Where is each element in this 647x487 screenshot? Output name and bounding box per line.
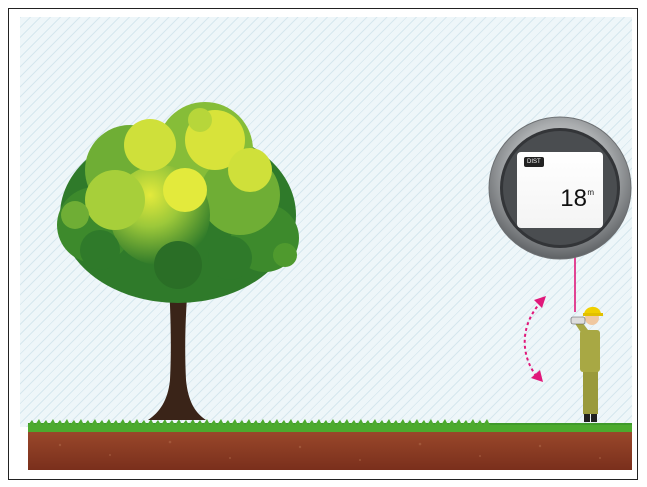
- tree-icon: [57, 102, 299, 420]
- dist-mode-badge: DIST: [524, 157, 544, 167]
- tilt-arrow-icon: [525, 296, 546, 382]
- ground: [28, 419, 632, 470]
- distance-readout: 18: [560, 186, 587, 212]
- tree-canopy: [57, 102, 299, 303]
- distance-unit: m: [587, 188, 594, 197]
- soil-layer: [28, 428, 632, 470]
- grass-blades: [28, 419, 632, 432]
- surveyor-figure-icon: [571, 307, 603, 422]
- display-screen: DIST 18 m: [517, 152, 603, 228]
